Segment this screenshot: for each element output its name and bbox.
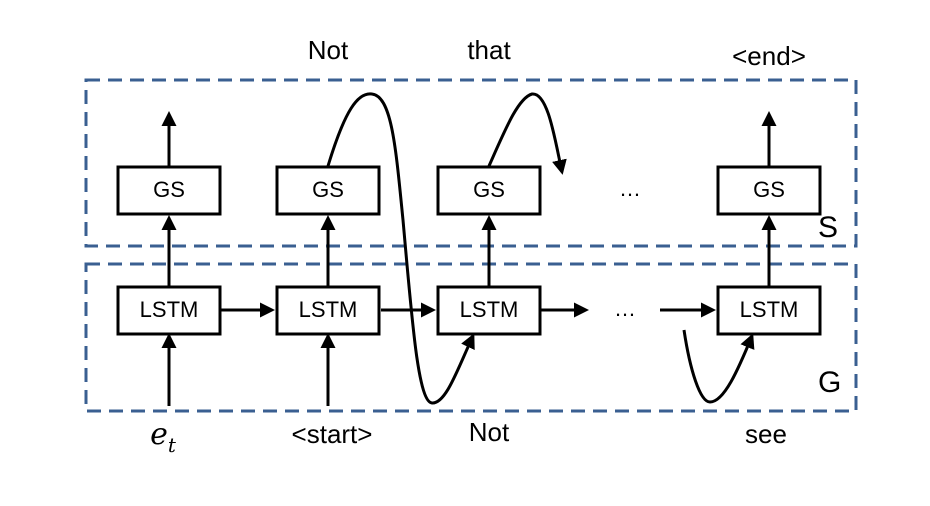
lstm-box-4-label: LSTM bbox=[740, 297, 799, 322]
input-word-start: <start> bbox=[292, 419, 373, 449]
lstm-box-1-label: LSTM bbox=[140, 297, 199, 322]
region-g-label: G bbox=[818, 366, 841, 399]
input-symbol-et: et bbox=[150, 417, 177, 457]
region-g-border bbox=[84, 262, 858, 413]
gs-box-2: GS bbox=[275, 165, 381, 216]
gs-box-4: GS bbox=[716, 165, 822, 216]
gs-box-3: GS bbox=[436, 165, 542, 216]
region-s-label: S bbox=[818, 211, 838, 244]
lstm-box-4: LSTM bbox=[716, 285, 822, 336]
output-word-that: that bbox=[467, 35, 511, 65]
lstm-box-2-label: LSTM bbox=[299, 297, 358, 322]
lstm-box-3-label: LSTM bbox=[460, 297, 519, 322]
output-word-end: <end> bbox=[732, 41, 806, 71]
gs-box-2-label: GS bbox=[312, 177, 344, 202]
gs-box-3-label: GS bbox=[473, 177, 505, 202]
lstm-box-2: LSTM bbox=[275, 285, 381, 336]
gs-box-1-label: GS bbox=[153, 177, 185, 202]
input-word-see: see bbox=[745, 419, 787, 449]
feedback-curve-gs3 bbox=[487, 92, 567, 175]
lstm-box-3: LSTM bbox=[436, 285, 542, 336]
output-word-not: Not bbox=[308, 35, 349, 65]
gs-box-4-label: GS bbox=[753, 177, 785, 202]
input-symbol-subscript-t: t bbox=[168, 433, 177, 457]
input-symbol-e: e bbox=[150, 417, 168, 452]
lstm-box-1: LSTM bbox=[116, 285, 222, 336]
lstm-ellipsis: … bbox=[614, 296, 636, 321]
feedback-curve-to-lstm4 bbox=[682, 329, 755, 404]
region-s-border bbox=[84, 78, 858, 248]
input-word-not: Not bbox=[469, 417, 510, 447]
gs-box-1: GS bbox=[116, 165, 222, 216]
feedback-curve-gs2-to-lstm3 bbox=[326, 92, 475, 405]
gs-ellipsis: … bbox=[619, 176, 641, 201]
